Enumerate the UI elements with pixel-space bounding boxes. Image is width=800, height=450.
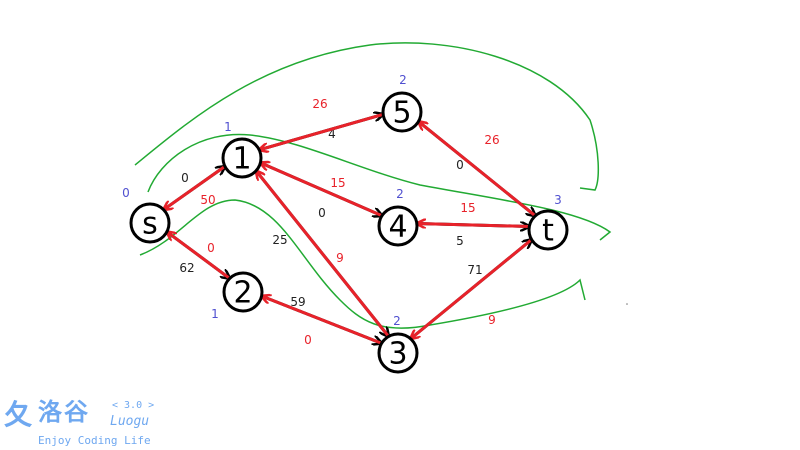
node-level: 0 <box>122 186 130 200</box>
node-circle <box>129 202 171 244</box>
residual-edge-t-5 <box>419 122 537 217</box>
node-level: 3 <box>554 193 562 207</box>
node-4: 42 <box>377 187 419 247</box>
node-t: t3 <box>527 193 569 251</box>
residual-capacity-t-3: 9 <box>488 313 496 327</box>
node-level: 2 <box>396 187 404 201</box>
level-curve-inner <box>139 199 586 329</box>
node-circle <box>377 205 419 247</box>
node-label: 4 <box>388 210 407 245</box>
level-curve-outer <box>134 42 600 191</box>
residual-capacity-3-2: 0 <box>304 333 312 347</box>
luogu-logo: 夂 洛谷 < 3.0 > Luogu Enjoy Coding Life <box>4 398 164 448</box>
node-circle <box>222 271 264 313</box>
residual-edge-2-s <box>167 232 231 280</box>
residual-edge-t-4 <box>417 224 530 227</box>
node-label: 1 <box>232 142 251 177</box>
node-level: 2 <box>393 314 401 328</box>
node-5: 52 <box>381 73 423 133</box>
residual-capacity-4-1: 15 <box>330 176 345 190</box>
edge-capacity-4-t: 5 <box>456 234 464 248</box>
node-level: 2 <box>399 73 407 87</box>
logo-slogan: Enjoy Coding Life <box>38 434 151 447</box>
residual-edge-4-1 <box>261 163 383 218</box>
residual-capacity-1-s: 50 <box>200 193 215 207</box>
node-1: 11 <box>221 120 263 179</box>
node-level: 1 <box>224 120 232 134</box>
edge-capacity-s-1: 0 <box>181 171 189 185</box>
residual-capacity-5-1: 26 <box>312 97 327 111</box>
residual-edge-3-1 <box>256 171 390 338</box>
residual-edge-1-s <box>164 165 226 210</box>
node-s: s0 <box>122 186 171 244</box>
logo-name-en: Luogu <box>110 414 150 429</box>
edge-capacity-s-2: 62 <box>179 261 194 275</box>
node-3: 32 <box>377 314 419 374</box>
node-level: 1 <box>211 307 219 321</box>
residual-edge-5-1 <box>259 112 384 150</box>
edge-capacity-5-t: 0 <box>456 158 464 172</box>
residual-edge-t-3 <box>411 238 533 339</box>
residual-capacity-3-1: 9 <box>336 251 344 265</box>
logo-version: < 3.0 > <box>112 400 155 411</box>
edge-capacity-2-3: 59 <box>290 295 305 309</box>
node-label: 5 <box>392 96 411 131</box>
edge-capacity-3-t: 71 <box>467 263 482 277</box>
node-circle <box>527 209 569 251</box>
node-label: t <box>542 214 554 249</box>
node-circle <box>377 332 419 374</box>
edge-capacity-1-5: 4 <box>328 127 336 141</box>
node-circle <box>221 137 263 179</box>
residual-edge-3-2 <box>262 296 382 345</box>
residual-capacity-t-4: 15 <box>460 201 475 215</box>
node-2: 21 <box>211 271 264 321</box>
logo-name-cn: 洛谷 <box>38 398 90 426</box>
node-label: 3 <box>388 337 407 372</box>
luogu-logo-icon: 夂 <box>4 398 33 431</box>
level-boundary-curves <box>134 42 612 329</box>
residual-capacity-2-s: 0 <box>207 241 215 255</box>
edge-capacity-1-4: 0 <box>318 206 326 220</box>
node-label: s <box>142 207 158 242</box>
edge-capacity-1-3: 25 <box>272 233 287 247</box>
stray-dot <box>626 303 628 305</box>
residual-capacity-t-5: 26 <box>484 133 499 147</box>
node-circle <box>381 91 423 133</box>
node-label: 2 <box>233 276 252 311</box>
